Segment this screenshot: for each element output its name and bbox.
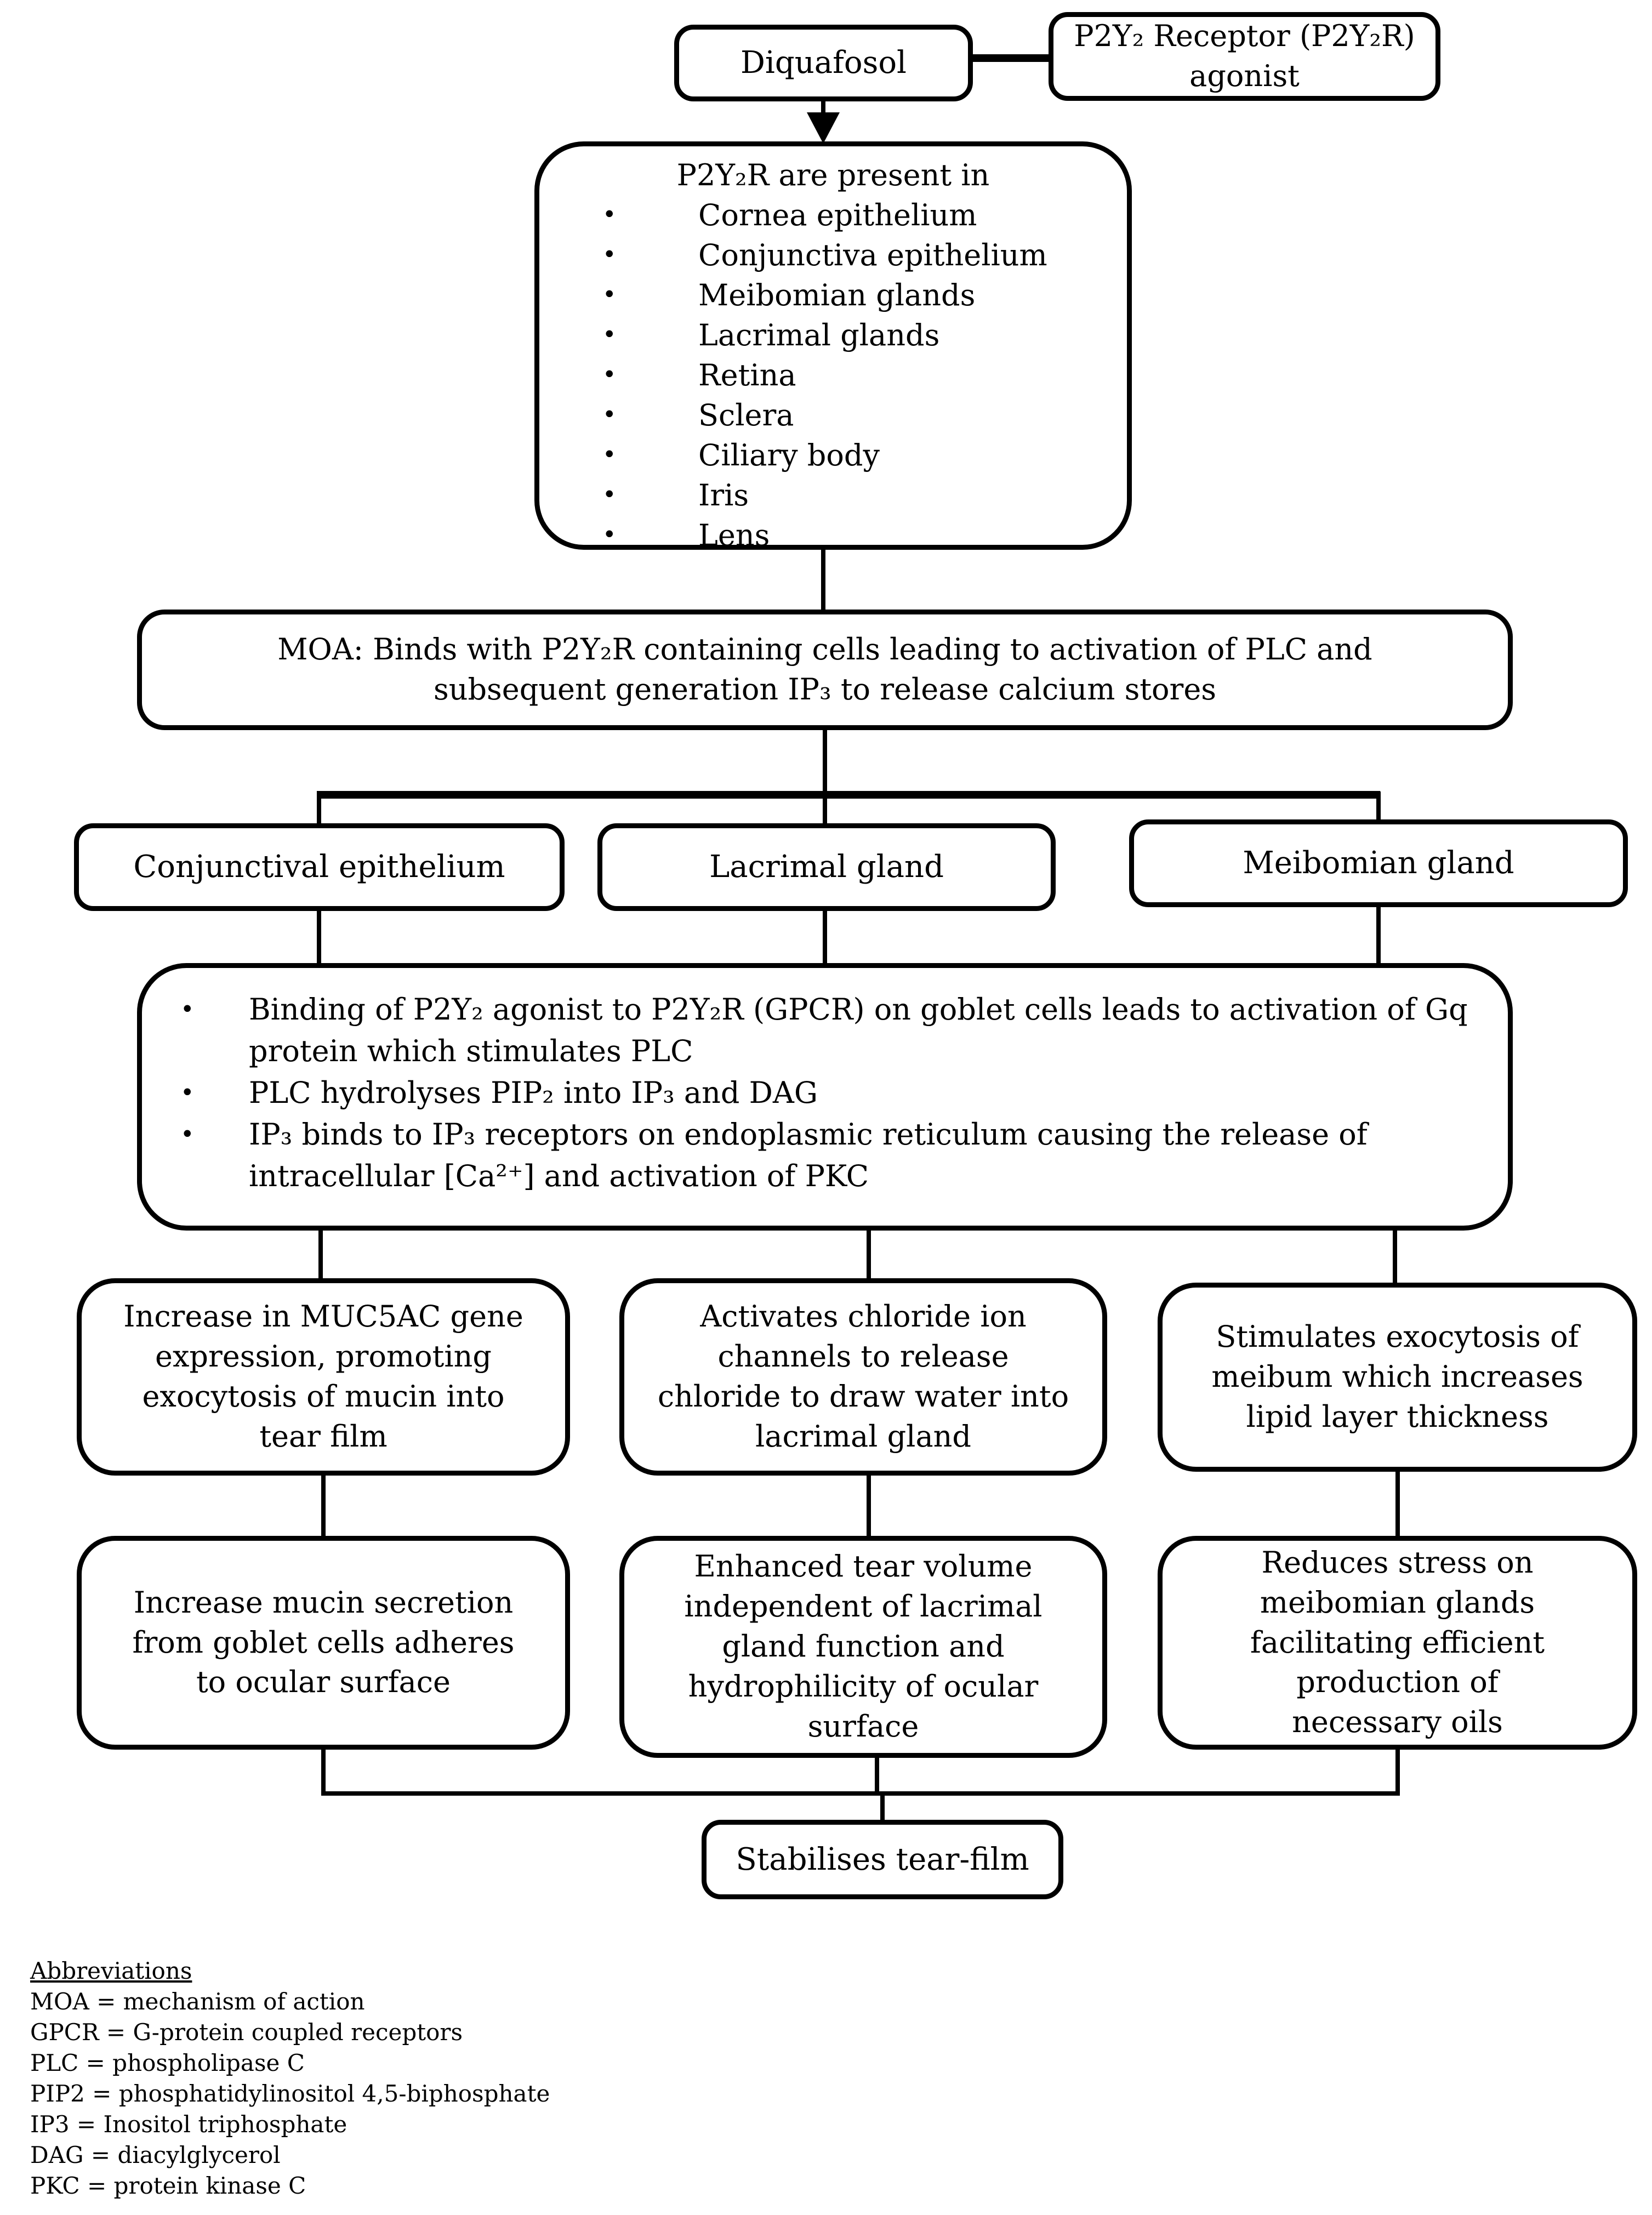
abbreviations-title: Abbreviations [30,1957,192,1984]
mechanism-item: Binding of P2Y₂ agonist to P2Y₂R (GPCR) … [175,989,1486,1072]
agonist-box: P2Y₂ Receptor (P2Y₂R) agonist [1049,12,1440,101]
diquafosol-box: Diquafosol [674,25,973,101]
mechanism-item: PLC hydrolyses PIP₂ into IP₃ and DAG [175,1072,1486,1114]
effect-box-conjunctival: Increase in MUC5AC gene expression, prom… [77,1278,570,1476]
mechanism-item: IP₃ binds to IP₃ receptors on endoplasmi… [175,1114,1486,1197]
moa-box: MOA: Binds with P2Y₂R containing cells l… [137,610,1513,730]
effect-text: Increase in MUC5AC gene expression, prom… [123,1299,523,1454]
presence-item: Lacrimal glands [589,315,1127,355]
abbreviations-section: Abbreviations MOA = mechanism of action … [30,1956,550,2201]
moa-text: MOA: Binds with P2Y₂R containing cells l… [277,632,1372,707]
abbreviation-item: DAG = diacylglycerol [30,2142,281,2168]
presence-list: Cornea epithelium Conjunctiva epithelium… [539,195,1127,555]
effect-box-meibomian: Stimulates exocytosis of meibum which in… [1158,1283,1637,1472]
presence-item: Cornea epithelium [589,195,1127,235]
branch-label: Meibomian gland [1243,845,1514,881]
presence-title: P2Y₂R are present in [676,158,990,192]
outcome-box-conjunctival: Increase mucin secretion from goblet cel… [77,1536,570,1750]
presence-item: Retina [589,355,1127,395]
abbreviation-item: PKC = protein kinase C [30,2172,306,2199]
effect-text: Stimulates exocytosis of meibum which in… [1211,1319,1583,1434]
branch-box-lacrimal: Lacrimal gland [597,823,1056,911]
outcome-text: Enhanced tear volume independent of lacr… [684,1549,1043,1744]
abbreviation-item: MOA = mechanism of action [30,1988,365,2015]
abbreviation-item: PLC = phospholipase C [30,2049,305,2076]
branch-label: Conjunctival epithelium [133,849,505,885]
mechanism-list: Binding of P2Y₂ agonist to P2Y₂R (GPCR) … [175,989,1486,1197]
outcome-box-meibomian: Reduces stress on meibomian glands facil… [1158,1536,1637,1750]
presence-item: Meibomian glands [589,275,1127,315]
effect-text: Activates chloride ion channels to relea… [657,1299,1069,1454]
presence-box: P2Y₂R are present in Cornea epithelium C… [534,141,1132,555]
presence-item: Conjunctiva epithelium [589,235,1127,275]
abbreviation-item: IP3 = Inositol triphosphate [30,2111,348,2138]
mechanism-box: Binding of P2Y₂ agonist to P2Y₂R (GPCR) … [137,963,1513,1231]
outcome-text: Reduces stress on meibomian glands facil… [1250,1545,1545,1740]
branch-label: Lacrimal gland [709,849,944,885]
effect-box-lacrimal: Activates chloride ion channels to relea… [619,1278,1107,1476]
final-label: Stabilises tear-film [736,1841,1029,1877]
outcome-text: Increase mucin secretion from goblet cel… [132,1585,515,1700]
diquafosol-label: Diquafosol [740,45,907,81]
abbreviation-item: GPCR = G-protein coupled receptors [30,2019,463,2046]
presence-item: Iris [589,475,1127,515]
outcome-box-lacrimal: Enhanced tear volume independent of lacr… [619,1536,1107,1758]
agonist-label: P2Y₂ Receptor (P2Y₂R) agonist [1074,19,1415,93]
down-arrowhead-icon [807,112,840,144]
presence-item: Ciliary body [589,435,1127,475]
branch-box-meibomian: Meibomian gland [1129,819,1628,907]
final-box: Stabilises tear-film [702,1820,1063,1899]
presence-item: Lens [589,515,1127,555]
branch-box-conjunctival: Conjunctival epithelium [74,823,565,911]
presence-item: Sclera [589,395,1127,435]
abbreviation-item: PIP2 = phosphatidylinositol 4,5-biphosph… [30,2080,550,2107]
